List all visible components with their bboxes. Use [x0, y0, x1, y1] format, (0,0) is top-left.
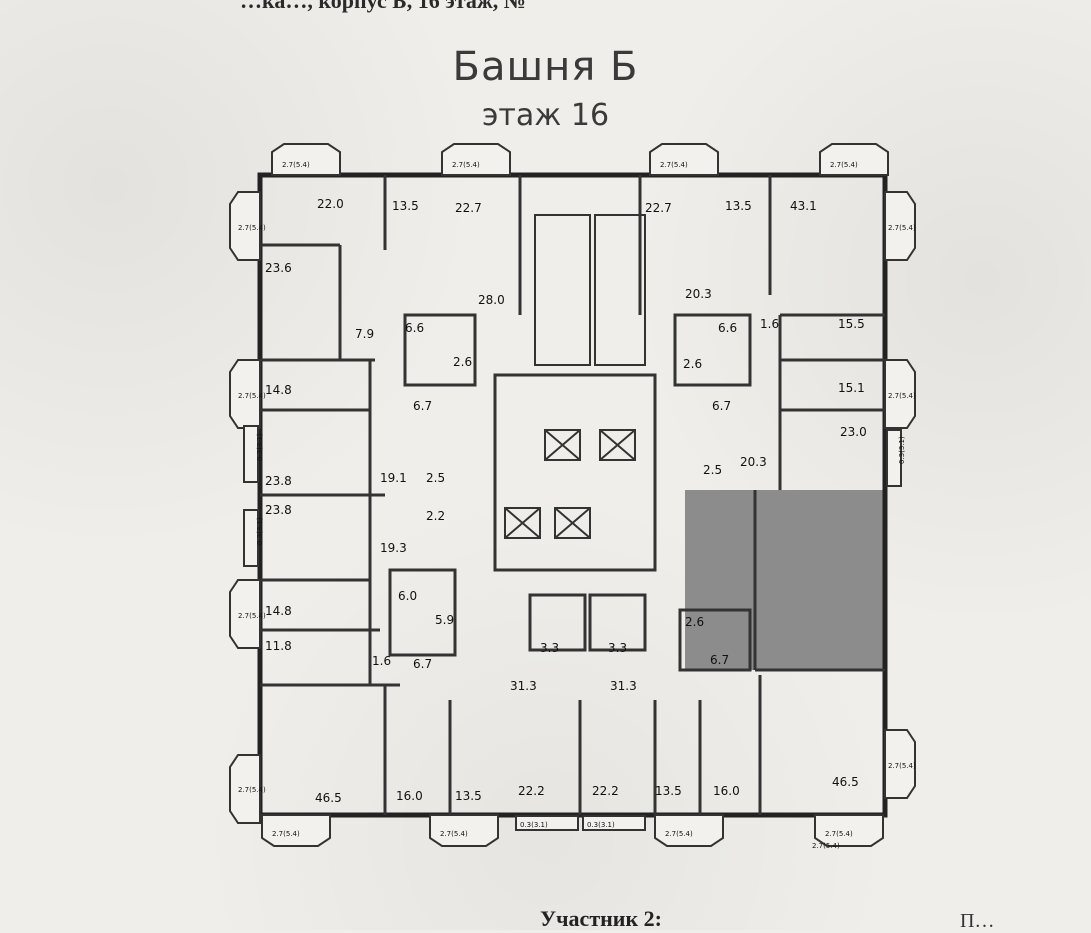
elevator-group	[504, 429, 636, 539]
room-area: 3.3	[540, 641, 559, 655]
room-area: 2.5	[426, 471, 445, 485]
room-area: 6.7	[413, 399, 432, 413]
room-area: 6.7	[413, 657, 432, 671]
room-area: 22.2	[518, 784, 545, 798]
bay-area: 2.7(5.4)	[888, 762, 916, 770]
room-area: 46.5	[315, 791, 342, 805]
room-area: 43.1	[790, 199, 817, 213]
room-area: 6.7	[712, 399, 731, 413]
room-area: 13.5	[725, 199, 752, 213]
room-area: 13.5	[655, 784, 682, 798]
room-area: 15.1	[838, 381, 865, 395]
room-area: 19.3	[380, 541, 407, 555]
tower-title: Башня Б	[452, 44, 639, 90]
room-area: 2.5	[703, 463, 722, 477]
room-area: 22.2	[592, 784, 619, 798]
room-area: 11.8	[265, 639, 292, 653]
bay-area: 2.7(5.4)	[272, 830, 300, 838]
room-area: 23.8	[265, 503, 292, 517]
cut-off-text: П…	[960, 910, 995, 932]
room-area: 14.8	[265, 383, 292, 397]
core-area	[493, 373, 657, 572]
room-area: 2.2	[426, 509, 445, 523]
room-area: 1.6	[372, 654, 391, 668]
room-area: 22.0	[317, 197, 344, 211]
bay-area: 2.7(5.4)	[665, 830, 693, 838]
interior-walls	[260, 175, 885, 815]
bay-area: 2.7(5.4)	[888, 392, 916, 400]
room-area: 6.6	[405, 321, 424, 335]
room-area: 16.0	[713, 784, 740, 798]
floor-plan: 22.0 13.5 22.7 22.7 13.5 43.1 23.6 28.0 …	[229, 143, 916, 850]
room-area: 22.7	[645, 201, 672, 215]
balcony-area: 0.3(3.1)	[587, 821, 615, 829]
bay-area: 2.7(5.4)	[660, 161, 688, 169]
highlighted-apartment	[685, 490, 885, 670]
balcony-area: 0.3(3.1)	[256, 517, 264, 545]
floor-subtitle: этаж 16	[481, 98, 610, 133]
room-area: 23.6	[265, 261, 292, 275]
room-area: 28.0	[478, 293, 505, 307]
bay-area: 2.7(5.4)	[238, 392, 266, 400]
room-area: 20.3	[685, 287, 712, 301]
bay-area: 2.7(5.4)	[238, 224, 266, 232]
room-area: 14.8	[265, 604, 292, 618]
room-area: 6.0	[398, 589, 417, 603]
room-area: 13.5	[392, 199, 419, 213]
stair-right	[594, 214, 646, 366]
balcony-area: 0.3(3.1)	[898, 436, 906, 464]
room-area: 3.3	[608, 641, 627, 655]
balcony-area: 0.3(3.1)	[520, 821, 548, 829]
room-area: 23.8	[265, 474, 292, 488]
room-area: 2.6	[683, 357, 702, 371]
room-area: 13.5	[455, 789, 482, 803]
bay-area: 2.7(5.4)	[812, 842, 840, 850]
room-area: 7.9	[355, 327, 374, 341]
bay-area: 2.7(5.4)	[440, 830, 468, 838]
room-area: 6.6	[718, 321, 737, 335]
room-area: 19.1	[380, 471, 407, 485]
participant-heading: Участник 2:	[540, 906, 662, 931]
room-area: 2.6	[453, 355, 472, 369]
room-area: 1.6	[760, 317, 779, 331]
top-cut-text: …ка…, корпус Б, 16 этаж, №	[240, 0, 526, 13]
bay-area: 2.7(5.4)	[888, 224, 916, 232]
bay-area: 2.7(5.4)	[238, 786, 266, 794]
balcony-area: 0.3(3.1)	[256, 433, 264, 461]
bay-area: 2.7(5.4)	[830, 161, 858, 169]
room-area: 16.0	[396, 789, 423, 803]
room-area: 5.9	[435, 613, 454, 627]
room-area: 31.3	[610, 679, 637, 693]
stair-left	[534, 214, 591, 366]
bay-area: 2.7(5.4)	[825, 830, 853, 838]
room-area: 46.5	[832, 775, 859, 789]
bay-area: 2.7(5.4)	[282, 161, 310, 169]
bay-area: 2.7(5.4)	[238, 612, 266, 620]
room-area: 31.3	[510, 679, 537, 693]
room-area: 22.7	[455, 201, 482, 215]
room-area: 15.5	[838, 317, 865, 331]
room-area: 23.0	[840, 425, 867, 439]
room-area: 20.3	[740, 455, 767, 469]
bay-windows	[229, 143, 916, 847]
room-area: 2.6	[685, 615, 704, 629]
bay-area: 2.7(5.4)	[452, 161, 480, 169]
room-area: 6.7	[710, 653, 729, 667]
